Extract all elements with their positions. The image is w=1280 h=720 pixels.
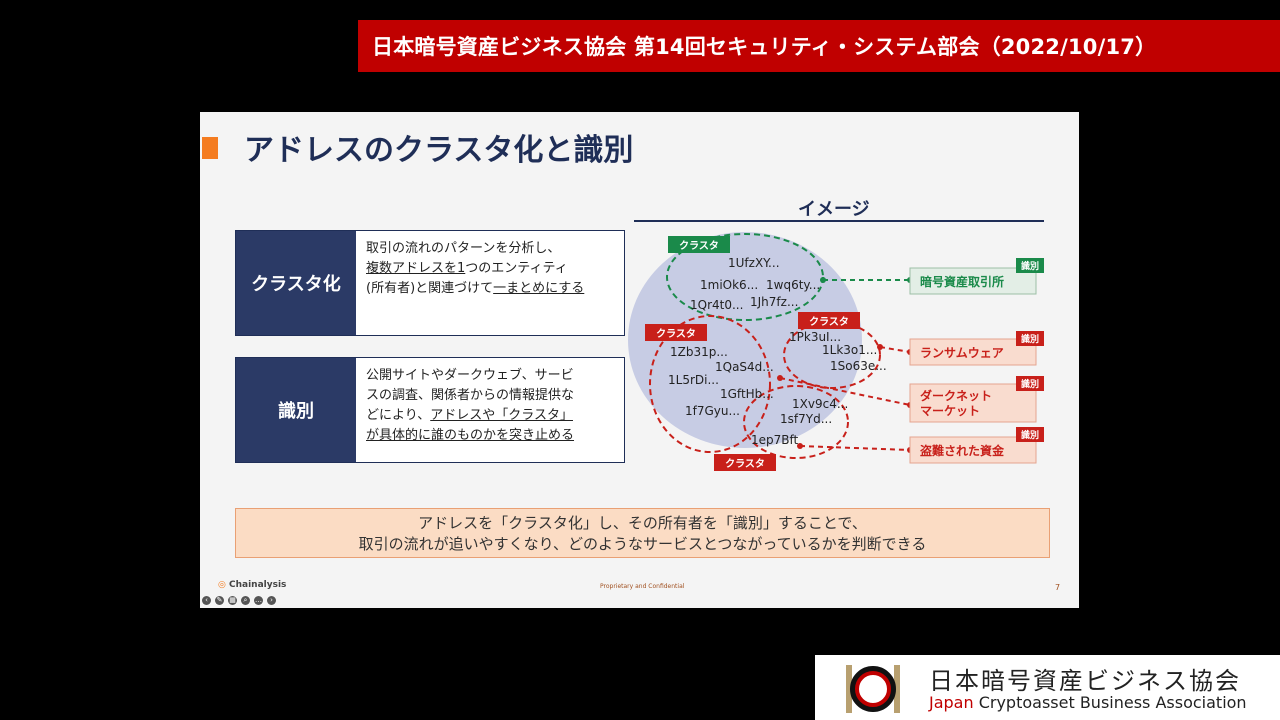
identification-heading: 識別 xyxy=(236,358,356,462)
more-options-icon[interactable]: … xyxy=(254,596,263,605)
identification-line-4: が具体的に誰のものかを突き止める xyxy=(366,428,575,443)
slide-page-number: 7 xyxy=(1055,583,1061,592)
org-name-japanese: 日本暗号資産ビジネス協会 xyxy=(929,667,1241,695)
address-label: 1UfzXY... xyxy=(728,256,780,270)
exchange-id-tag xyxy=(1016,258,1044,273)
connector-dot xyxy=(777,375,783,381)
address-label: 1Zb31p... xyxy=(670,345,728,359)
identification-description: 公開サイトやダークウェブ、サービ スの調査、関係者からの情報提供な どにより、ア… xyxy=(356,358,624,462)
identification-line-2: スの調査、関係者からの情報提供な xyxy=(366,388,575,403)
left-cluster-outline xyxy=(649,315,771,453)
address-label: 1Xv9c4... xyxy=(792,397,848,411)
clustering-line-3: (所有者)と関連づけて一まとめにする xyxy=(366,279,614,299)
next-slide-icon[interactable]: › xyxy=(267,596,276,605)
darknet-entity-box xyxy=(909,383,1037,423)
address-label: 1L5rDi... xyxy=(668,373,719,387)
summary-line-1: アドレスを「クラスタ化」し、その所有者を「識別」することで、 xyxy=(418,514,867,532)
address-label: 1miOk6... xyxy=(700,278,758,292)
clustering-line-1: 取引の流れのパターンを分析し、 xyxy=(366,241,561,256)
event-banner-text: 日本暗号資産ビジネス協会 第14回セキュリティ・システム部会（2022/10/1… xyxy=(372,35,1157,59)
stolen-funds-entity-label: 盗難された資金 xyxy=(920,443,1005,458)
bottom-cluster-outline xyxy=(743,385,849,459)
address-label: 1Jh7fz... xyxy=(750,295,798,309)
right-cluster-tag-text: クラスタ xyxy=(809,316,849,328)
address-label: 1GftHb... xyxy=(720,387,774,401)
connector-dot xyxy=(877,344,883,350)
darknet-id-tag xyxy=(1016,376,1044,391)
image-label-underline xyxy=(634,220,1044,222)
chainalysis-logo-text: Chainalysis xyxy=(229,580,287,590)
jcba-ring-logo-icon xyxy=(846,665,900,713)
zoom-icon[interactable]: ⌕ xyxy=(241,596,250,605)
cluster-diagram: クラスタ クラスタ クラスタ クラスタ 1UfzXY... 1miOk6... … xyxy=(628,232,1044,471)
clustering-line-2: 複数アドレスを1つのエンティティ xyxy=(366,259,614,279)
event-banner: 日本暗号資産ビジネス協会 第14回セキュリティ・システム部会（2022/10/1… xyxy=(358,20,1280,72)
address-label: 1Pk3uI... xyxy=(789,330,841,344)
slideshow-controls: ‹ ✎ ▦ ⌕ … › xyxy=(202,596,276,605)
address-label: 1sf7Yd... xyxy=(780,412,832,426)
stolen-funds-connector xyxy=(799,445,911,451)
clustering-line-2-underlined: 複数アドレスを1 xyxy=(366,261,466,276)
identification-line-3-start: どにより、 xyxy=(366,408,431,423)
clustering-line-3-start: (所有者)と関連づけて xyxy=(366,281,494,296)
clustering-line-3-underlined: 一まとめにする xyxy=(493,281,585,296)
left-cluster-tag xyxy=(645,324,707,341)
summary-box: アドレスを「クラスタ化」し、その所有者を「識別」することで、 取引の流れが追いや… xyxy=(235,508,1050,558)
exchange-entity-box xyxy=(909,267,1037,295)
clustering-box: クラスタ化 取引の流れのパターンを分析し、 複数アドレスを1つのエンティティ (… xyxy=(235,230,625,336)
stolen-funds-id-tag xyxy=(1016,427,1044,442)
jcba-logo-panel: 日本暗号資産ビジネス協会 Japan Cryptoasset Business … xyxy=(815,655,1280,720)
bottom-cluster-tag-text: クラスタ xyxy=(725,458,765,470)
summary-line-2: 取引の流れが追いやすくなり、どのようなサービスとつながっているかを判断できる xyxy=(358,535,927,553)
address-label: 1f7Gyu... xyxy=(685,404,740,418)
address-label: 1wq6ty... xyxy=(766,278,820,292)
left-cluster-tag-text: クラスタ xyxy=(656,328,696,340)
exchange-entity-label: 暗号資産取引所 xyxy=(920,274,1004,289)
image-label: イメージ xyxy=(798,199,870,220)
ransomware-connector xyxy=(879,346,911,353)
identification-line-3-underlined: アドレスや「クラスタ」 xyxy=(430,408,573,423)
address-universe-circle xyxy=(628,232,862,448)
darknet-id-tag-text: 識別 xyxy=(1021,378,1039,390)
org-name-english-first: Japan xyxy=(929,693,974,712)
stolen-funds-id-tag-text: 識別 xyxy=(1021,429,1039,441)
connector-dot xyxy=(820,277,826,283)
chainalysis-logo: ◎ Chainalysis xyxy=(218,580,286,590)
stolen-funds-entity-box xyxy=(909,436,1037,464)
darknet-connector xyxy=(779,377,911,406)
address-label: 1QaS4d... xyxy=(715,360,774,374)
darknet-entity-label-1: ダークネット xyxy=(920,388,992,403)
slides-grid-icon[interactable]: ▦ xyxy=(228,596,237,605)
org-name-english-rest: Cryptoasset Business Association xyxy=(973,693,1247,712)
address-label: 1ep7Bft xyxy=(751,433,799,447)
green-cluster-tag-text: クラスタ xyxy=(679,240,719,252)
clustering-description: 取引の流れのパターンを分析し、 複数アドレスを1つのエンティティ (所有者)と関… xyxy=(356,231,624,335)
connector-dot xyxy=(797,443,803,449)
ransomware-id-tag xyxy=(1016,331,1044,346)
ransomware-id-tag-text: 識別 xyxy=(1021,333,1039,345)
clustering-line-2-rest: つのエンティティ xyxy=(465,261,568,276)
ransomware-entity-label: ランサムウェア xyxy=(920,346,1004,360)
green-cluster-tag xyxy=(668,236,730,253)
clustering-heading: クラスタ化 xyxy=(236,231,356,335)
presentation-slide: アドレスのクラスタ化と識別 イメージ クラスタ化 取引の流れのパターンを分析し、… xyxy=(200,112,1079,608)
confidential-notice: Proprietary and Confidential xyxy=(600,583,685,590)
pen-icon[interactable]: ✎ xyxy=(215,596,224,605)
ransomware-entity-box xyxy=(909,338,1037,366)
address-label: 1So63e... xyxy=(830,359,887,373)
identification-line-3: どにより、アドレスや「クラスタ」 xyxy=(366,406,614,426)
exchange-id-tag-text: 識別 xyxy=(1021,260,1039,272)
address-label: 1Qr4t0... xyxy=(690,298,743,312)
darknet-entity-label-2: マーケット xyxy=(920,404,980,418)
slide-title: アドレスのクラスタ化と識別 xyxy=(244,133,634,168)
org-name-english: Japan Cryptoasset Business Association xyxy=(929,693,1247,712)
bottom-cluster-tag xyxy=(714,454,776,471)
right-cluster-tag xyxy=(798,312,860,329)
address-label: 1Lk3o1... xyxy=(822,343,877,357)
identification-line-1: 公開サイトやダークウェブ、サービ xyxy=(366,368,574,383)
title-accent-bar xyxy=(202,137,218,159)
chainalysis-logo-icon: ◎ xyxy=(218,580,229,590)
identification-box: 識別 公開サイトやダークウェブ、サービ スの調査、関係者からの情報提供な どによ… xyxy=(235,357,625,463)
previous-slide-icon[interactable]: ‹ xyxy=(202,596,211,605)
